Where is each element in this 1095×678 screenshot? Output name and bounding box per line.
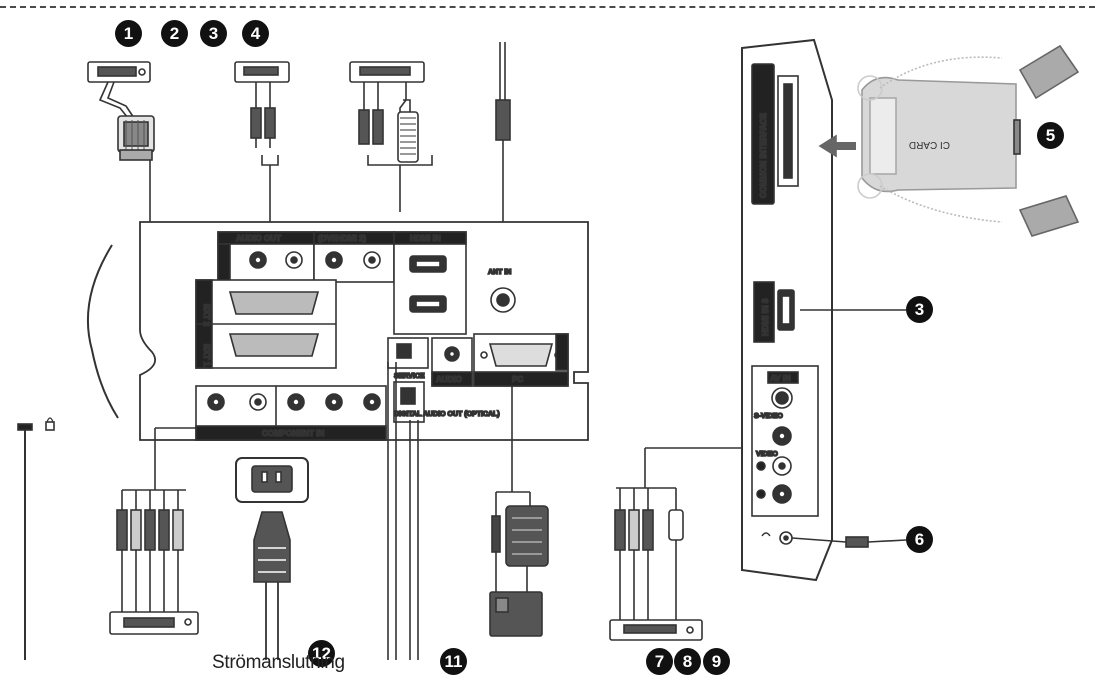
badge-3: 3 [200,20,227,47]
badge-12: 12 [308,640,335,667]
svg-text:HDMI IN 3: HDMI IN 3 [761,298,770,336]
svg-text:S-VIDEO: S-VIDEO [754,413,783,420]
svg-text:SERVICE: SERVICE [394,373,425,380]
scart-plug-top [87,61,155,161]
svg-text:AUDIO OUT: AUDIO OUT [236,234,281,243]
badge-3-side: 3 [906,296,933,323]
badge-5: 5 [1037,122,1064,149]
svg-text:EXT 1: EXT 1 [202,344,211,367]
side-av-cable [609,447,768,641]
badge-1: 1 [115,20,142,47]
svg-text:AUDIO: AUDIO [436,375,462,384]
svg-text:AV IN: AV IN [770,374,791,383]
svg-text:ANT IN: ANT IN [488,269,511,276]
antenna-plug [495,42,511,155]
kensington-lock [17,417,55,660]
svg-text:COMMON INTERFACE: COMMON INTERFACE [759,112,768,198]
power-connection-caption: Strömanslutning [212,652,345,673]
component-cable [109,427,199,635]
tv-side-panel: COMMON INTERFACE HDMI IN 3 AV IN S-VIDEO… [741,38,833,582]
badge-7: 7 [646,648,673,675]
svg-text:CI CARD: CI CARD [909,139,950,150]
badge-2: 2 [161,20,188,47]
badge-6: 6 [906,526,933,553]
badge-4: 4 [242,20,269,47]
svg-text:DIGITAL AUDIO OUT (OPTICAL): DIGITAL AUDIO OUT (OPTICAL) [394,411,500,418]
badge-11: 11 [440,648,467,675]
svg-text:EXT 2: EXT 2 [202,304,211,327]
badge-9: 9 [703,648,730,675]
svg-text:HDMI IN: HDMI IN [410,234,441,243]
svg-text:PC: PC [512,375,523,384]
pc-cable [489,386,549,637]
ci-card: CI CARD [818,44,1080,237]
badge-8: 8 [674,648,701,675]
tv-back-panel: AUDIO OUT (DVI/HDMI 2) HDMI IN ANT IN [139,221,589,441]
svg-text:(DVI/HDMI 2): (DVI/HDMI 2) [318,234,366,243]
top-dashed-border [0,6,1095,8]
svg-text:COMPONENT IN: COMPONENT IN [262,429,324,438]
svg-text:VIDEO: VIDEO [756,451,778,458]
audio-rca-plug-top [234,61,290,148]
power-cable [235,457,309,660]
dvi-audio-plug-top [349,61,425,163]
